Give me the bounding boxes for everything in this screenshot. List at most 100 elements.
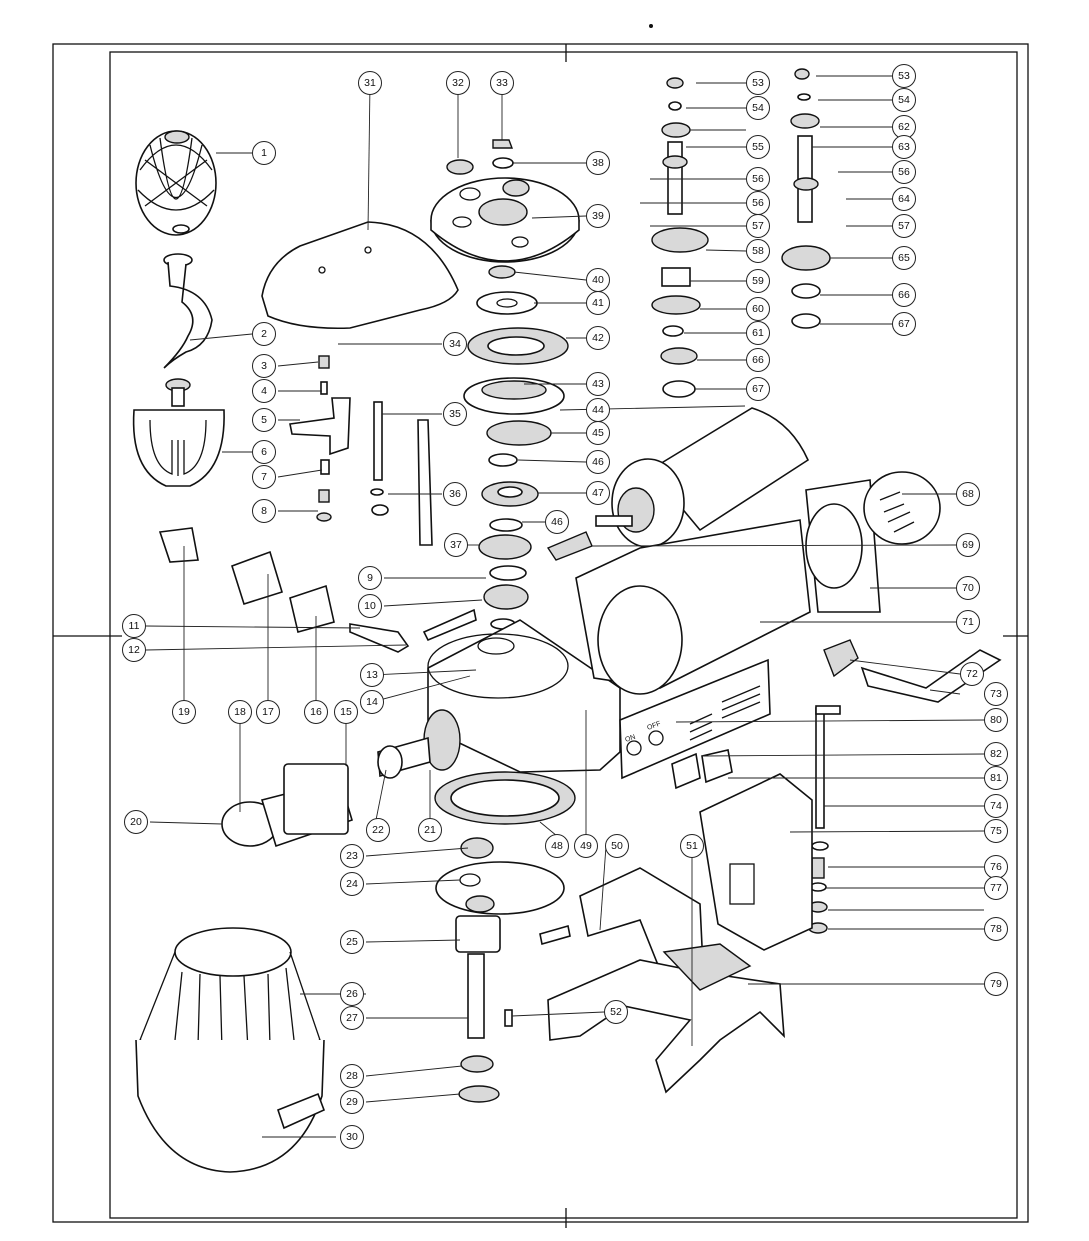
callout-label: 47 (592, 487, 604, 499)
callout-circle (892, 214, 916, 238)
callout-label: 69 (962, 539, 974, 551)
callout-c6: 6 (252, 440, 276, 464)
callout-c70: 70 (956, 576, 980, 600)
callout-c73: 73 (984, 682, 1008, 706)
callout-circle (960, 662, 984, 686)
callout-c35: 35 (443, 402, 467, 426)
callout-label: 78 (990, 923, 1002, 935)
hub-25 (455, 915, 501, 953)
callout-label: 82 (990, 748, 1002, 760)
motor-44 (648, 407, 810, 532)
callout-circle (340, 982, 364, 1006)
callout-label: 50 (611, 840, 623, 852)
callout-c53a: 53 (746, 71, 770, 95)
callout-label: 53 (898, 70, 910, 82)
callout-circle (490, 71, 514, 95)
dough-hook (163, 253, 213, 369)
callout-label: 41 (592, 297, 604, 309)
callout-c79: 79 (984, 972, 1008, 996)
callout-label: 59 (752, 275, 764, 287)
shaft-35 (373, 401, 383, 481)
callout-label: 77 (990, 882, 1002, 894)
callout-circle (746, 377, 770, 401)
callout-label: 60 (752, 303, 764, 315)
callout-label: 20 (130, 816, 142, 828)
handle-10 (422, 608, 477, 642)
callout-label: 81 (990, 772, 1002, 784)
callout-circle (172, 700, 196, 724)
callout-label: 46 (551, 516, 563, 528)
callout-c36: 36 (443, 482, 467, 506)
callout-c31: 31 (358, 71, 382, 95)
callout-c10: 10 (358, 594, 382, 618)
flat-beater (132, 378, 225, 487)
callout-circle (358, 71, 382, 95)
callout-label: 35 (449, 408, 461, 420)
callout-label: 80 (990, 714, 1002, 726)
callout-c80: 80 (984, 708, 1008, 732)
callout-c8: 8 (252, 499, 276, 523)
callout-label: 24 (346, 878, 358, 890)
callout-circle (545, 510, 569, 534)
callout-c66b: 66 (892, 283, 916, 307)
callout-c56a: 56 (746, 167, 770, 191)
callout-label: 49 (580, 840, 592, 852)
callout-label: 5 (261, 414, 267, 426)
callout-circle (892, 187, 916, 211)
callout-c16: 16 (304, 700, 328, 724)
callout-circle (122, 614, 146, 638)
callout-c22: 22 (366, 818, 390, 842)
spindle-36 (417, 419, 433, 546)
callout-circle (443, 482, 467, 506)
callout-label: 70 (962, 582, 974, 594)
callout-c13: 13 (360, 663, 384, 687)
callout-label: 7 (261, 471, 267, 483)
callout-label: 54 (752, 102, 764, 114)
callout-label: 75 (990, 825, 1002, 837)
drawing-frame (52, 24, 1029, 1228)
bowl-guard-26 (174, 927, 292, 977)
callout-circle (956, 610, 980, 634)
callout-label: 46 (592, 456, 604, 468)
callout-label: 44 (592, 404, 604, 416)
callout-c29: 29 (340, 1090, 364, 1114)
callout-c81: 81 (984, 766, 1008, 790)
callout-circle (228, 700, 252, 724)
callout-c24: 24 (340, 872, 364, 896)
callout-c30: 30 (340, 1125, 364, 1149)
callout-label: 57 (752, 220, 764, 232)
callout-label: 67 (752, 383, 764, 395)
callout-circle (586, 326, 610, 350)
callout-circle (746, 297, 770, 321)
callout-c43: 43 (586, 372, 610, 396)
callout-circle (892, 135, 916, 159)
callout-circle (358, 594, 382, 618)
callout-circle (340, 1090, 364, 1114)
control-panel-80 (619, 658, 771, 780)
callout-label: 32 (452, 77, 464, 89)
callout-c76: 76 (984, 855, 1008, 879)
callout-c51: 51 (680, 834, 704, 858)
callout-circle (586, 421, 610, 445)
callout-circle (340, 872, 364, 896)
callout-circle (252, 465, 276, 489)
callout-c57b: 57 (892, 214, 916, 238)
callout-c46a: 46 (586, 450, 610, 474)
callout-circle (360, 663, 384, 687)
callout-circle (446, 71, 470, 95)
callout-circle (252, 322, 276, 346)
flange-15 (283, 763, 349, 835)
callout-label: 36 (449, 488, 461, 500)
gear-45 (486, 420, 552, 446)
callout-c33: 33 (490, 71, 514, 95)
callout-circle (340, 844, 364, 868)
callout-label: 73 (990, 688, 1002, 700)
callout-c50: 50 (605, 834, 629, 858)
callout-group: 1234567891011121314151617181920212223242… (122, 64, 1008, 1149)
callout-c20: 20 (124, 810, 148, 834)
callout-label: 9 (367, 572, 373, 584)
callout-label: 66 (752, 354, 764, 366)
callout-label: 27 (346, 1012, 358, 1024)
callout-label: 23 (346, 850, 358, 862)
